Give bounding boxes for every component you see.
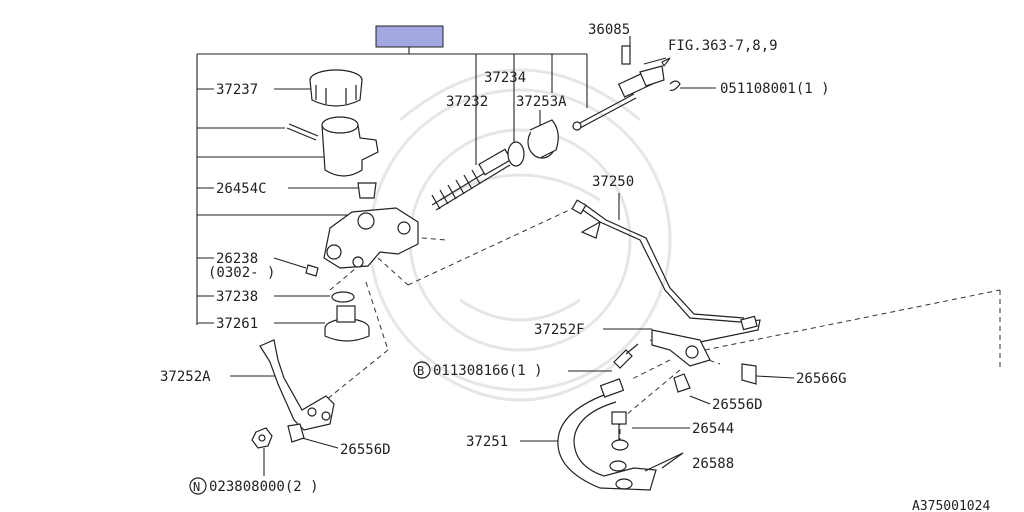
- nut-023808000[interactable]: [251, 427, 273, 449]
- label-023808000[interactable]: 023808000(2 ): [209, 479, 319, 495]
- label-37252a[interactable]: 37252A: [160, 369, 211, 385]
- label-26544[interactable]: 26544: [692, 421, 734, 437]
- label-011308166[interactable]: 011308166(1 ): [433, 363, 543, 379]
- pedal-bracket-37252a[interactable]: [259, 339, 335, 431]
- label-37232[interactable]: 37232: [446, 94, 488, 110]
- union-bolt-26544[interactable]: [611, 411, 627, 440]
- label-26238[interactable]: 26238: [216, 251, 258, 267]
- label-circle-n: N: [193, 480, 200, 494]
- bolt-011308166[interactable]: [613, 343, 639, 369]
- label-fig-reference[interactable]: FIG.363-7,8,9: [668, 38, 778, 54]
- label-37251[interactable]: 37251: [466, 434, 508, 450]
- master-cylinder-body[interactable]: [323, 207, 419, 269]
- label-051108001[interactable]: 051108001(1 ): [720, 81, 830, 97]
- label-26566g[interactable]: 26566G: [796, 371, 847, 387]
- leader-lines: [196, 36, 795, 476]
- label-37238[interactable]: 37238: [216, 289, 258, 305]
- label-26588[interactable]: 26588: [692, 456, 734, 472]
- circle-n-marker: [189, 477, 207, 495]
- reservoir-tank[interactable]: [286, 116, 379, 177]
- label-37237[interactable]: 37237: [216, 82, 258, 98]
- clip-26566g[interactable]: [741, 363, 757, 385]
- label-26238-note: (0302- ): [208, 265, 275, 281]
- part-labels: 36085 FIG.363-7,8,9 37234 37237 37232 37…: [160, 22, 990, 512]
- label-circle-b: B: [417, 364, 424, 378]
- valve-37261[interactable]: [324, 305, 370, 342]
- label-26454c[interactable]: 26454C: [216, 181, 267, 197]
- circle-b-marker: [413, 361, 431, 379]
- figure-code: A375001024: [912, 499, 990, 512]
- clutch-pipe-37250[interactable]: [571, 199, 761, 343]
- label-26556-right[interactable]: 26556D: [712, 397, 763, 413]
- label-37234[interactable]: 37234: [484, 70, 526, 86]
- clip-26556-right[interactable]: [673, 373, 691, 393]
- washers-26588[interactable]: [609, 439, 633, 490]
- label-37250[interactable]: 37250: [592, 174, 634, 190]
- push-rod-assembly[interactable]: [572, 45, 681, 131]
- grommet-26454c[interactable]: [357, 182, 377, 199]
- seal-ring-37234[interactable]: [507, 141, 525, 167]
- label-36085[interactable]: 36085: [588, 22, 630, 38]
- label-26556-bottom[interactable]: 26556D: [340, 442, 391, 458]
- clutch-hose-37251[interactable]: [557, 378, 657, 491]
- bleeder-screw-26238[interactable]: [305, 264, 319, 277]
- assembly-header-box[interactable]: [375, 25, 444, 48]
- label-37253a[interactable]: 37253A: [516, 94, 567, 110]
- clip-26556-bottom[interactable]: [287, 423, 305, 443]
- label-37252f[interactable]: 37252F: [534, 322, 585, 338]
- bracket-37252f[interactable]: [651, 329, 711, 367]
- piston-spring-37232[interactable]: [431, 148, 512, 211]
- label-37261[interactable]: 37261: [216, 316, 258, 332]
- boot-37253a[interactable]: [527, 119, 559, 159]
- reservoir-cap[interactable]: [309, 69, 363, 107]
- o-ring-37238[interactable]: [331, 291, 355, 303]
